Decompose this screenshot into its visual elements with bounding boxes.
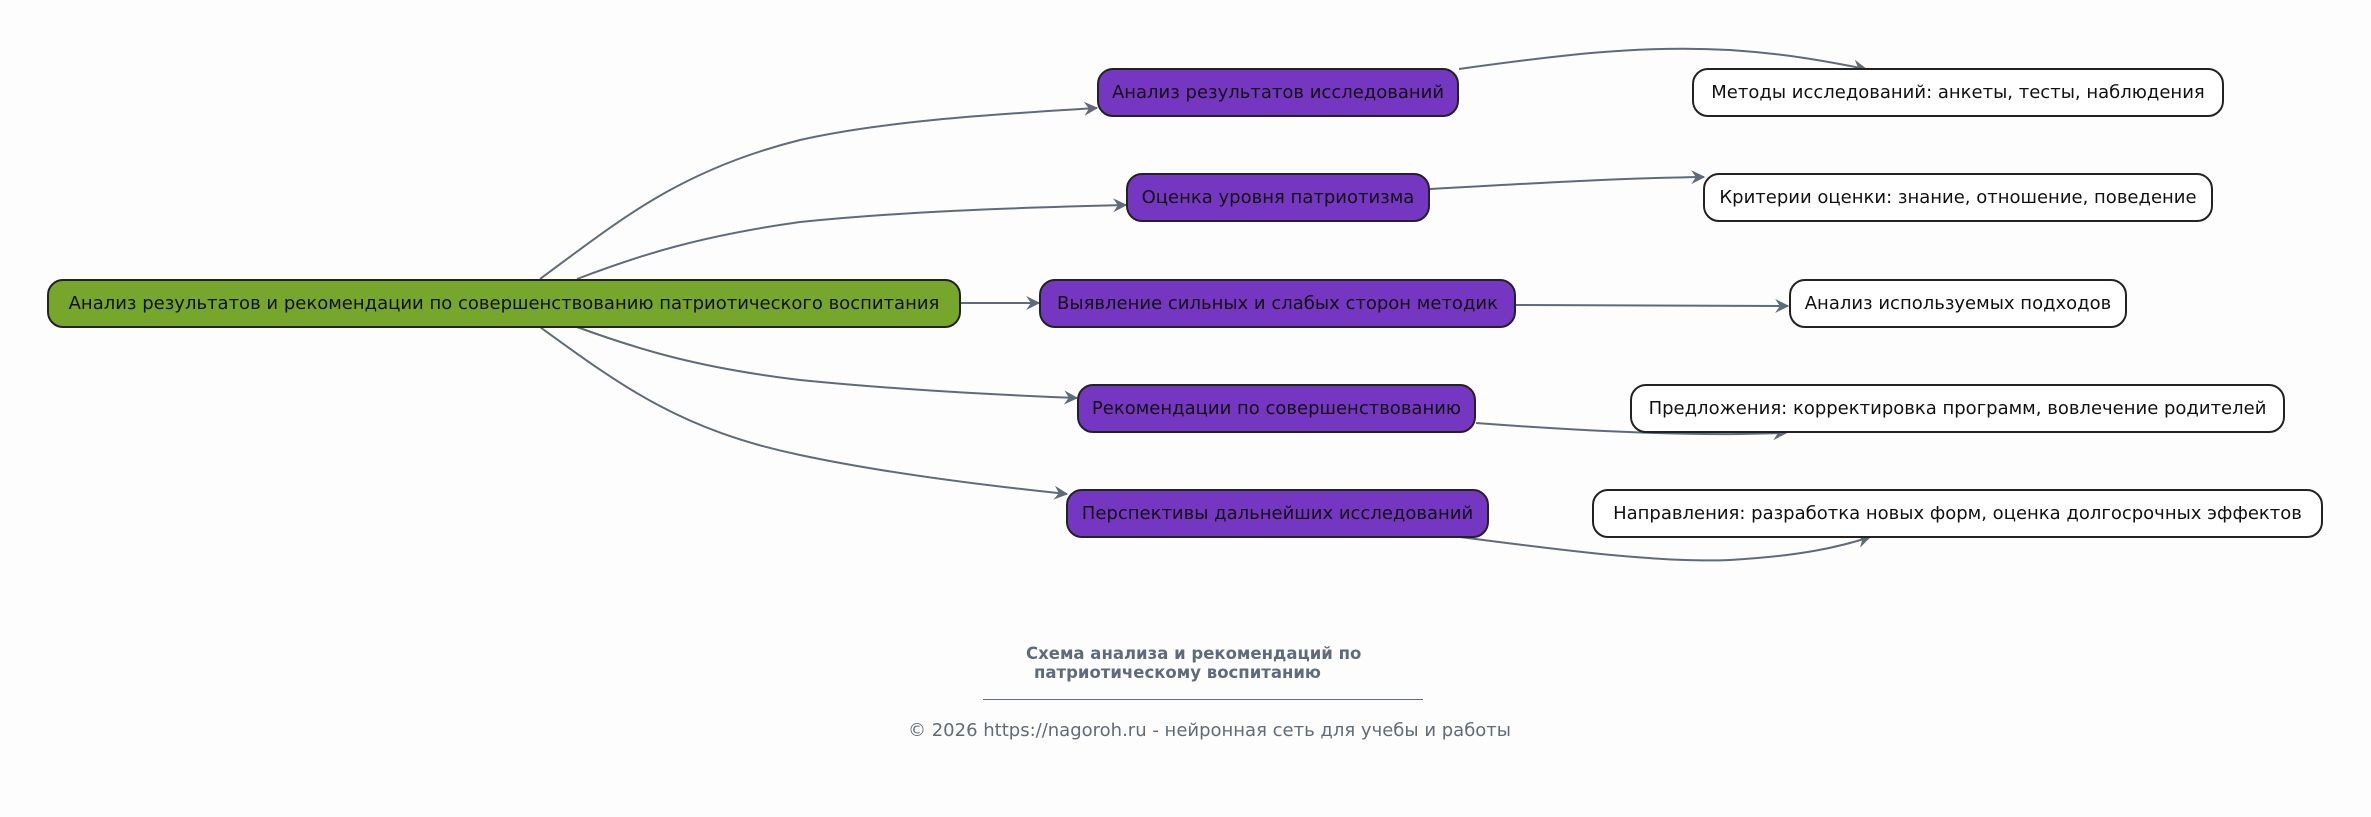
node-label: Предложения: корректировка программ, вов…: [1648, 398, 2267, 419]
node-label: Направления: разработка новых форм, оцен…: [1613, 503, 2302, 524]
edge-b3-c3: [1515, 298, 1790, 313]
node-label: Анализ результатов исследований: [1111, 82, 1445, 103]
edge-b2-c2: [1429, 170, 1706, 190]
diagram-title-line1: Схема анализа и рекомендаций по: [1026, 644, 1362, 663]
node-evaluation-criteria: Критерии оценки: знание, отношение, пове…: [1703, 173, 2213, 222]
node-label: Выявление сильных и слабых сторон методи…: [1057, 293, 1498, 314]
node-future-research: Перспективы дальнейших исследований: [1066, 489, 1489, 538]
node-root-label: Анализ результатов и рекомендации по сов…: [68, 293, 940, 314]
node-label: Оценка уровня патриотизма: [1141, 187, 1415, 208]
node-label: Перспективы дальнейших исследований: [1081, 503, 1474, 524]
node-approaches-analysis: Анализ используемых подходов: [1789, 279, 2127, 328]
node-analysis-results: Анализ результатов исследований: [1097, 68, 1459, 117]
edge-b1-c1: [1458, 47, 1868, 74]
node-label: Критерии оценки: знание, отношение, пове…: [1719, 187, 2197, 208]
node-proposals: Предложения: корректировка программ, вов…: [1630, 384, 2285, 433]
node-label: Анализ используемых подходов: [1804, 293, 2112, 314]
edge-root-b4: [576, 326, 1079, 405]
diagram-title-line2: патриотическому воспитанию: [1034, 663, 1321, 682]
edge-root-b2: [576, 198, 1128, 280]
node-patriotism-level: Оценка уровня патриотизма: [1126, 173, 1430, 222]
caption-divider: [983, 699, 1423, 700]
node-research-methods: Методы исследований: анкеты, тесты, набл…: [1692, 68, 2224, 117]
edge-b5-c5: [1459, 534, 1872, 562]
edge-root-b5: [539, 326, 1069, 500]
edge-root-b1: [539, 101, 1099, 280]
node-label: Рекомендации по совершенствованию: [1091, 398, 1462, 419]
node-label: Методы исследований: анкеты, тесты, набл…: [1711, 82, 2205, 103]
diagram-title: Схема анализа и рекомендаций по патриоти…: [1026, 644, 1361, 682]
node-directions: Направления: разработка новых форм, оцен…: [1592, 489, 2323, 538]
node-root: Анализ результатов и рекомендации по сов…: [47, 279, 961, 328]
copyright-text: © 2026 https://nagoroh.ru - нейронная се…: [908, 720, 1512, 741]
node-recommendations: Рекомендации по совершенствованию: [1077, 384, 1476, 433]
edge-b4-c4: [1475, 422, 1788, 441]
node-strengths-weaknesses: Выявление сильных и слабых сторон методи…: [1039, 279, 1516, 328]
